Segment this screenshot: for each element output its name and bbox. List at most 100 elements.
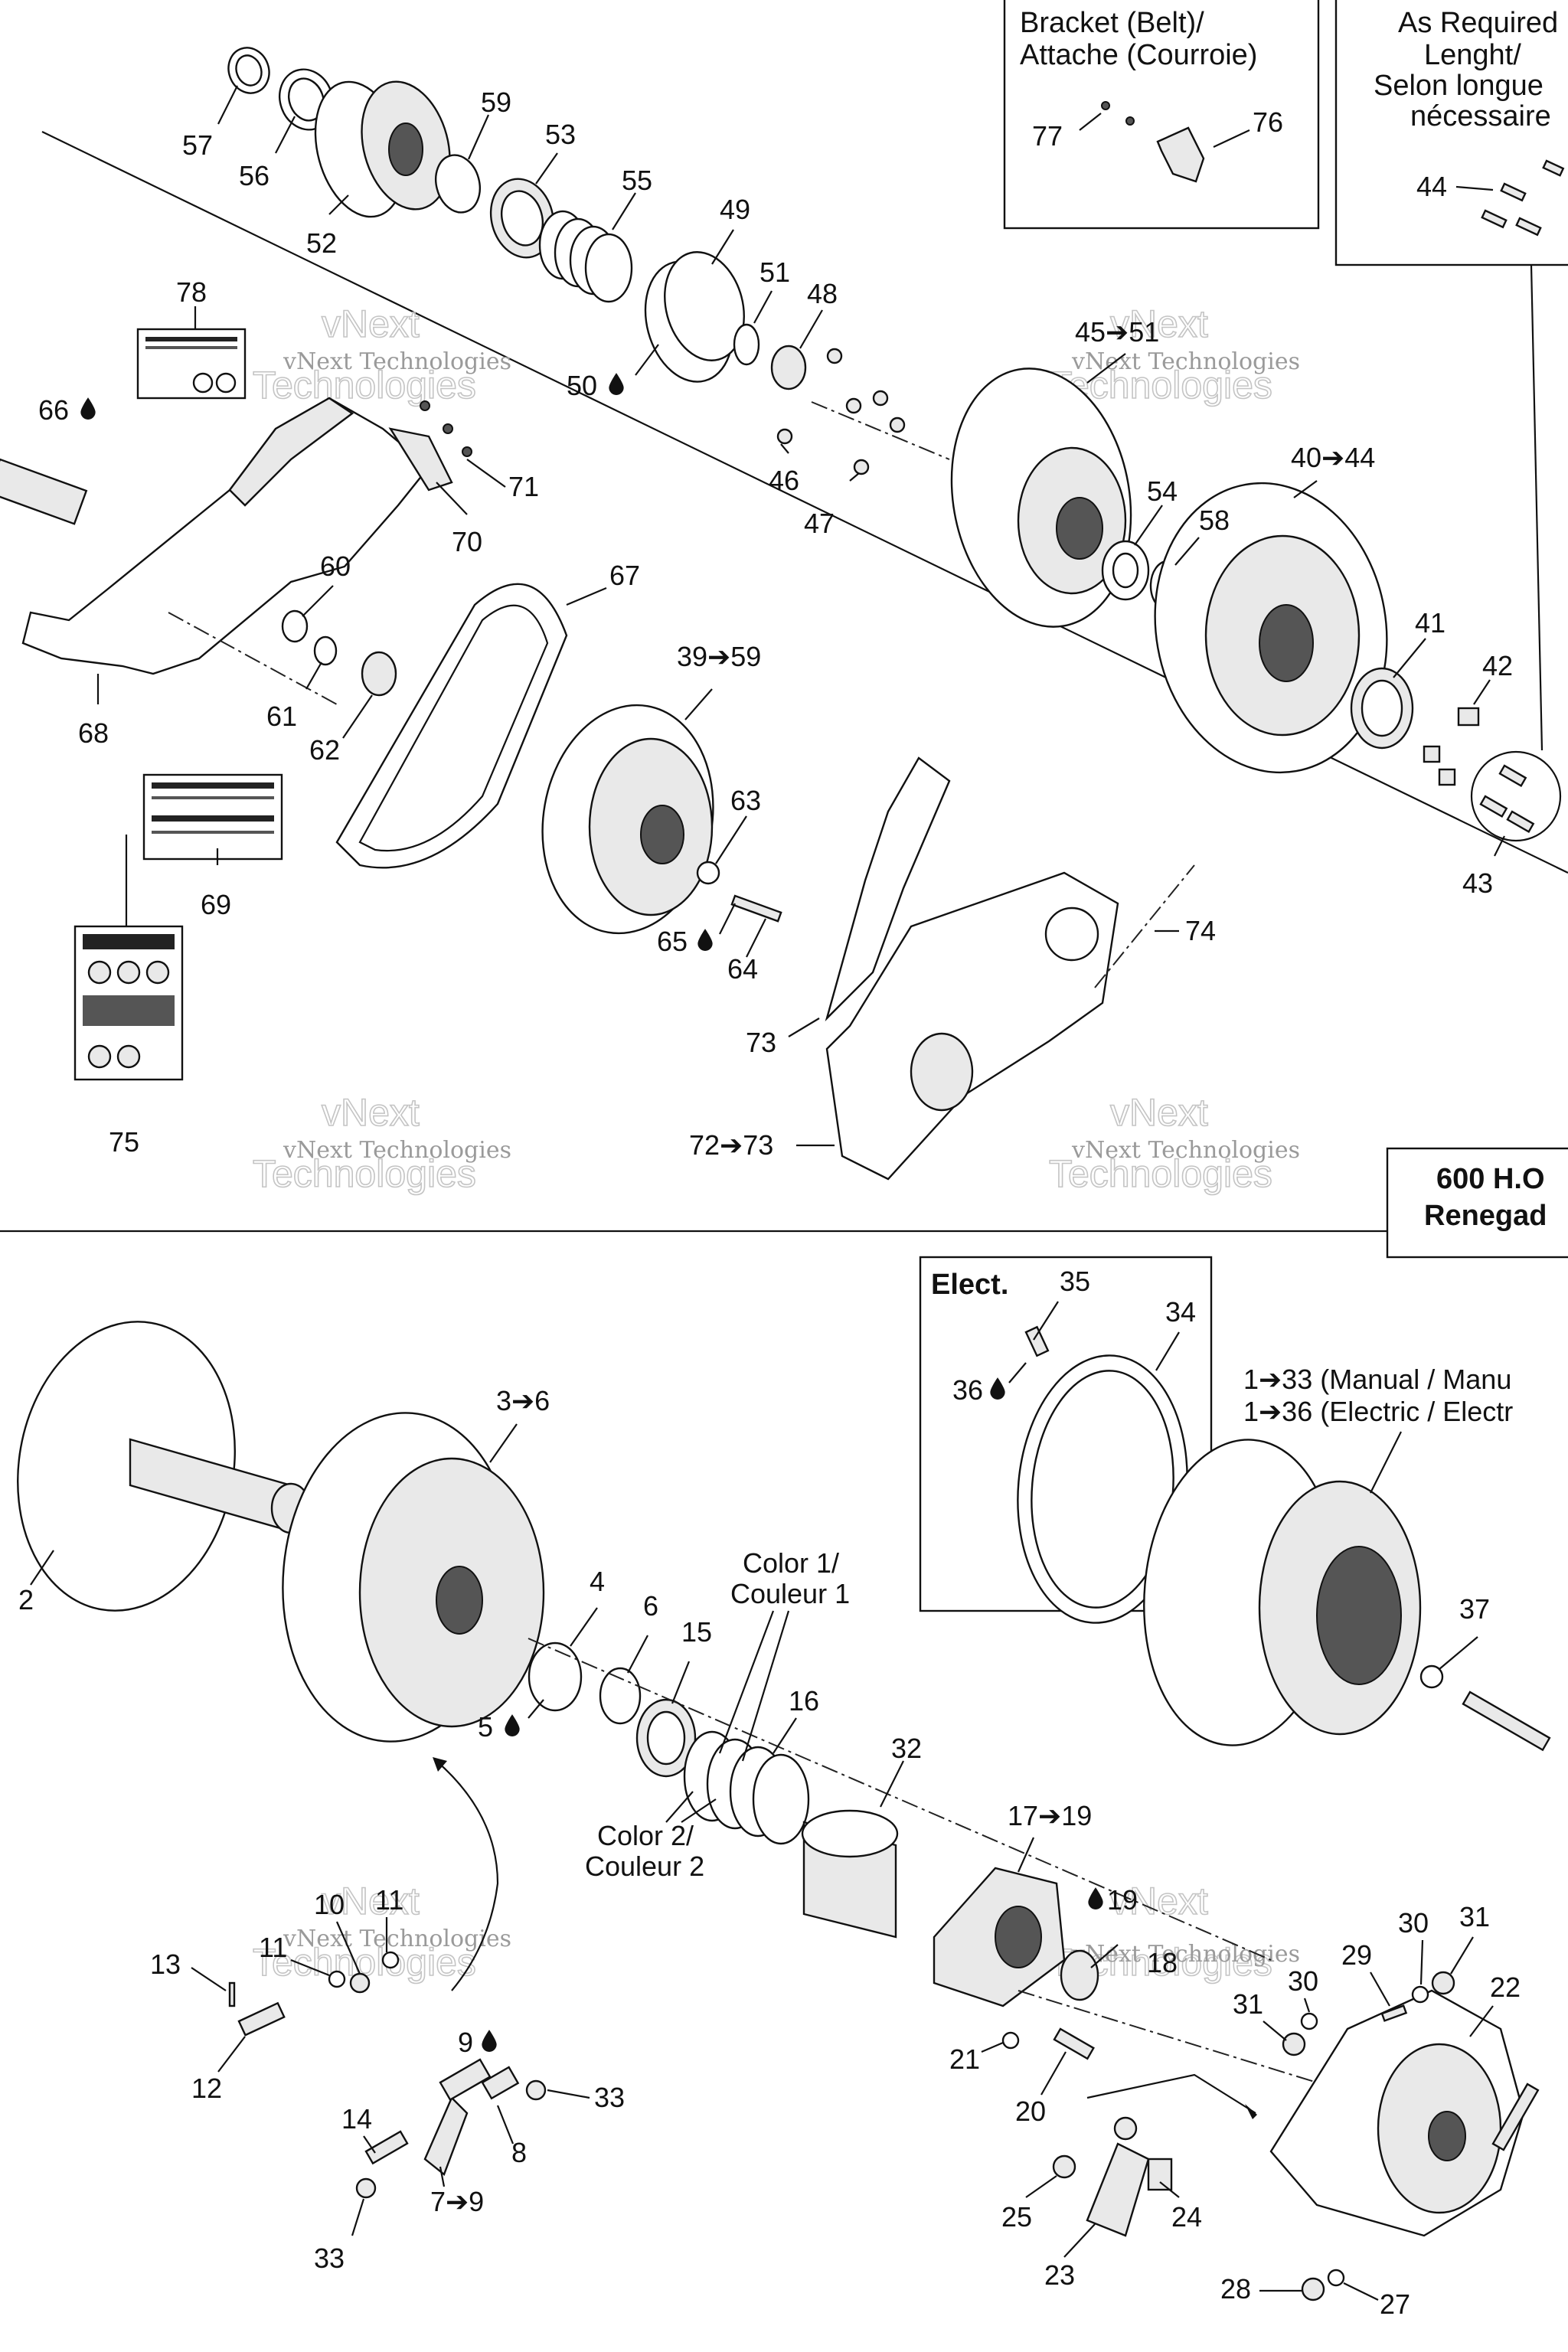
- callout-36: 36: [952, 1374, 983, 1406]
- warning-label-icon: [136, 328, 247, 400]
- callout-55: 55: [622, 165, 652, 196]
- callout-62: 62: [309, 734, 340, 766]
- callout-16: 16: [789, 1685, 819, 1717]
- callout-13: 13: [150, 1949, 181, 1980]
- callout-76: 76: [1253, 106, 1283, 138]
- callout-46: 46: [769, 465, 799, 496]
- callout-39-59: 39➔59: [677, 641, 761, 672]
- callout-51: 51: [760, 256, 790, 288]
- oil-drop-icon: [80, 397, 96, 420]
- callout-10: 10: [314, 1889, 345, 1920]
- as-required-box: As Required Lenght/ Selon longue nécessa…: [1334, 0, 1568, 266]
- callout-75: 75: [109, 1126, 139, 1158]
- svg-text:600 H.O: 600 H.O: [1436, 1163, 1545, 1195]
- svg-text:Attache (Courroie): Attache (Courroie): [1020, 39, 1257, 71]
- callout-2: 2: [18, 1584, 34, 1615]
- oil-drop-icon: [609, 373, 624, 395]
- oil-drop-icon: [697, 929, 713, 951]
- callout-28: 28: [1220, 2273, 1251, 2305]
- callout-6: 6: [643, 1590, 658, 1622]
- svg-text:vNext: vNext: [1110, 302, 1208, 345]
- svg-text:As Required: As Required: [1398, 7, 1558, 39]
- callout-30a: 30: [1398, 1907, 1429, 1939]
- callout-45-51: 45➔51: [1075, 316, 1159, 348]
- callout-30b: 30: [1288, 1965, 1318, 1997]
- callout-8: 8: [511, 2137, 527, 2168]
- svg-text:vNext Technologies: vNext Technologies: [283, 1137, 511, 1164]
- callout-22: 22: [1490, 1971, 1521, 2003]
- callout-33b: 33: [314, 2243, 345, 2274]
- callout-71: 71: [508, 471, 539, 502]
- callout-61: 61: [266, 701, 297, 732]
- pulley-guard-icon: [825, 871, 1119, 1181]
- callout-12: 12: [191, 2073, 222, 2104]
- callout-73: 73: [746, 1027, 776, 1058]
- callout-78: 78: [176, 276, 207, 308]
- color2-label-line2: Couleur 2: [585, 1851, 704, 1882]
- callout-57: 57: [182, 129, 213, 161]
- callout-49: 49: [720, 194, 750, 225]
- callout-72-73: 72➔73: [689, 1129, 773, 1161]
- callout-40-44: 40➔44: [1291, 442, 1375, 473]
- svg-text:vNext: vNext: [322, 1880, 420, 1922]
- callout-11a: 11: [375, 1884, 403, 1916]
- instruction-label-icon: [74, 925, 184, 1081]
- shaft-icon: [0, 458, 88, 525]
- callout-9: 9: [458, 2027, 473, 2058]
- callout-37: 37: [1459, 1593, 1490, 1625]
- svg-text:vNext: vNext: [322, 302, 420, 345]
- svg-text:vNext Technologies: vNext Technologies: [1071, 1941, 1300, 1968]
- callout-53: 53: [545, 119, 576, 150]
- callout-74: 74: [1185, 915, 1216, 946]
- callout-52: 52: [306, 227, 337, 259]
- callout-42: 42: [1482, 650, 1513, 681]
- callout-54: 54: [1147, 475, 1178, 507]
- callout-64: 64: [727, 953, 758, 985]
- belt-guard-icon: [21, 397, 430, 675]
- callout-70: 70: [452, 526, 482, 557]
- oil-drop-icon: [505, 1714, 520, 1736]
- callout-59: 59: [481, 87, 511, 118]
- callout-31a: 31: [1459, 1901, 1490, 1932]
- oil-drop-icon: [482, 2030, 497, 2052]
- callout-58: 58: [1199, 505, 1230, 536]
- callout-68: 68: [78, 717, 109, 749]
- belt-bracket-icon: [1156, 126, 1205, 183]
- svg-text:Selon longue: Selon longue: [1374, 70, 1544, 102]
- callout-14: 14: [341, 2103, 372, 2135]
- callout-32: 32: [891, 1733, 922, 1764]
- callout-3-6: 3➔6: [496, 1385, 550, 1416]
- callout-17-19: 17➔19: [1008, 1800, 1092, 1831]
- callout-66: 66: [38, 394, 69, 426]
- callout-31b: 31: [1233, 1988, 1263, 2020]
- callout-25: 25: [1001, 2201, 1032, 2233]
- callout-18: 18: [1147, 1947, 1178, 1978]
- callout-5: 5: [478, 1711, 493, 1743]
- callout-23: 23: [1044, 2259, 1075, 2291]
- manual-range-label: 1➔33 (Manual / Manu: [1243, 1364, 1511, 1395]
- svg-text:nécessaire: nécessaire: [1410, 100, 1551, 132]
- oil-drop-icon: [1088, 1887, 1103, 1909]
- callout-19: 19: [1107, 1884, 1138, 1916]
- callout-69: 69: [201, 889, 231, 920]
- svg-text:Technologies: Technologies: [253, 364, 476, 407]
- svg-text:Technologies: Technologies: [1049, 1152, 1272, 1195]
- callout-65: 65: [657, 926, 688, 957]
- spring-icon: [538, 210, 633, 303]
- svg-text:vNext: vNext: [1110, 1091, 1208, 1134]
- callout-20: 20: [1015, 2096, 1046, 2127]
- color2-label-line1: Color 2/: [597, 1820, 694, 1851]
- svg-text:Bracket (Belt)/: Bracket (Belt)/: [1020, 7, 1204, 39]
- callout-41: 41: [1415, 607, 1446, 639]
- callout-67: 67: [609, 560, 640, 591]
- svg-text:vNext Technologies: vNext Technologies: [283, 1926, 511, 1952]
- callout-48: 48: [807, 278, 838, 309]
- callout-29: 29: [1341, 1939, 1372, 1971]
- callout-33a: 33: [594, 2082, 625, 2113]
- callout-27: 27: [1380, 2288, 1410, 2320]
- callouts: 57 56 52 59 53 55 49 51 48 50 46 47 45➔5…: [18, 85, 1521, 2320]
- svg-text:vNext: vNext: [322, 1091, 420, 1134]
- callout-44: 44: [1416, 171, 1447, 202]
- svg-text:vNext Technologies: vNext Technologies: [1071, 1137, 1300, 1164]
